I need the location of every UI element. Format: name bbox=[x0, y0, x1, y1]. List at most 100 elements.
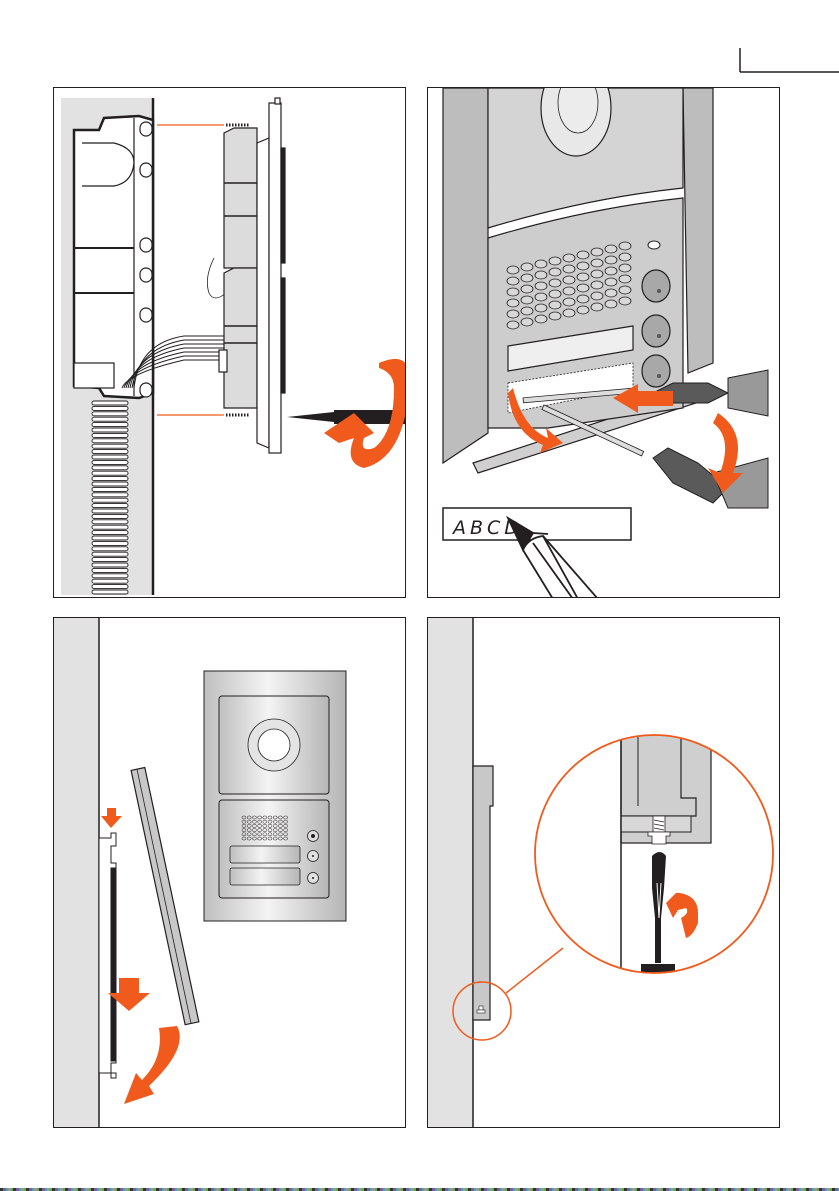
grille-hole bbox=[562, 264, 576, 274]
conduit-ring bbox=[91, 432, 129, 438]
down-arrow-icon bbox=[101, 808, 150, 1011]
grille-hole bbox=[618, 285, 632, 295]
conduit-ring bbox=[91, 465, 129, 471]
conduit-ring bbox=[91, 411, 129, 417]
module-frame bbox=[256, 97, 286, 454]
grille-hole bbox=[246, 832, 252, 837]
panel-step-4 bbox=[427, 617, 780, 1128]
grille-hole bbox=[590, 280, 604, 290]
grille-hole bbox=[252, 836, 257, 841]
conduit-ring bbox=[91, 546, 129, 552]
wires-icon bbox=[121, 257, 227, 389]
grille-hole bbox=[257, 815, 262, 820]
grille-hole bbox=[262, 819, 268, 824]
grille-hole bbox=[267, 815, 273, 820]
grille-hole bbox=[604, 255, 618, 265]
grille-hole bbox=[272, 828, 278, 832]
grille-hole bbox=[246, 815, 252, 820]
grille-hole bbox=[520, 317, 534, 327]
grille-hole bbox=[278, 819, 283, 824]
grille-hole bbox=[283, 828, 288, 832]
conduit-ring bbox=[91, 551, 129, 557]
name-label-text: ABCD bbox=[451, 517, 523, 539]
magnifier-connector bbox=[505, 947, 564, 994]
wall bbox=[54, 618, 99, 1127]
panel-step-2: ABCD bbox=[427, 87, 780, 598]
grille-hole bbox=[278, 828, 283, 832]
conduit-ring bbox=[91, 573, 129, 579]
grille-hole bbox=[241, 815, 247, 820]
grille-hole bbox=[241, 836, 247, 841]
grille-hole bbox=[283, 824, 288, 828]
panel-step-3 bbox=[53, 617, 406, 1128]
screw-icon bbox=[226, 123, 249, 417]
grille-hole bbox=[618, 296, 632, 306]
grille-hole bbox=[241, 824, 247, 828]
locking-screw-icon bbox=[647, 815, 671, 845]
grille-hole bbox=[520, 262, 534, 272]
grille-hole bbox=[246, 828, 252, 832]
grille-hole bbox=[576, 283, 590, 293]
grille-hole bbox=[278, 832, 283, 837]
wall-frame bbox=[98, 832, 117, 1079]
grille-hole bbox=[241, 828, 247, 832]
rotate-arrow-icon bbox=[324, 359, 405, 468]
grille-hole bbox=[262, 824, 268, 828]
grille-hole bbox=[272, 836, 278, 841]
conduit-ring bbox=[91, 422, 129, 428]
conduit-ring bbox=[91, 400, 129, 406]
locking-screw-icon bbox=[476, 1005, 486, 1014]
grille-hole bbox=[278, 815, 283, 820]
grille-hole bbox=[562, 275, 576, 285]
grille-hole bbox=[590, 291, 604, 301]
pencil-icon bbox=[505, 515, 598, 597]
grille-hole bbox=[604, 266, 618, 276]
conduit-ring bbox=[91, 454, 129, 460]
grille-hole bbox=[241, 832, 247, 837]
camera-module bbox=[487, 88, 684, 229]
grille-hole bbox=[562, 286, 576, 296]
grille-hole bbox=[562, 297, 576, 307]
grille-hole bbox=[548, 311, 562, 321]
grille-hole bbox=[506, 320, 520, 330]
magnifier-target-circle bbox=[452, 981, 512, 1041]
module-electronics bbox=[218, 127, 258, 409]
grille-hole bbox=[272, 824, 278, 828]
conduit-ring bbox=[91, 476, 129, 482]
grille-hole bbox=[267, 824, 273, 828]
cover-plate bbox=[472, 765, 494, 1021]
grille-hole bbox=[252, 832, 257, 837]
grille-hole bbox=[267, 832, 273, 837]
conduit-ring bbox=[91, 519, 129, 525]
grille-hole bbox=[534, 303, 548, 313]
grille-hole bbox=[283, 836, 288, 841]
corner-crop-mark bbox=[739, 48, 839, 73]
grille-hole bbox=[534, 259, 548, 269]
conduit-ring bbox=[91, 405, 129, 411]
curved-arrow-icon bbox=[508, 384, 743, 493]
grille-hole bbox=[278, 824, 283, 828]
conduit-ring bbox=[91, 449, 129, 455]
grille-hole bbox=[548, 289, 562, 299]
grille-hole bbox=[257, 836, 262, 841]
step-1-illustration bbox=[61, 97, 405, 595]
grille-hole bbox=[548, 300, 562, 310]
rotate-arrow-icon bbox=[666, 893, 698, 938]
grille-hole bbox=[604, 277, 618, 287]
conduit-ring bbox=[91, 557, 129, 563]
grille-hole bbox=[604, 299, 618, 309]
grille-hole bbox=[506, 276, 520, 286]
grille-hole bbox=[534, 314, 548, 324]
conduit-ring bbox=[91, 567, 129, 573]
grille-hole bbox=[520, 284, 534, 294]
grille-hole bbox=[534, 281, 548, 291]
screwdriver-icon bbox=[522, 369, 769, 509]
speaker-grille-icon bbox=[241, 815, 288, 841]
led-indicator bbox=[647, 240, 661, 250]
conduit-ring bbox=[91, 427, 129, 433]
grille-hole bbox=[252, 824, 257, 828]
conduit-ring bbox=[91, 513, 129, 519]
conduit-ring bbox=[91, 503, 129, 509]
grille-hole bbox=[562, 308, 576, 318]
conduit-ring bbox=[91, 443, 129, 449]
